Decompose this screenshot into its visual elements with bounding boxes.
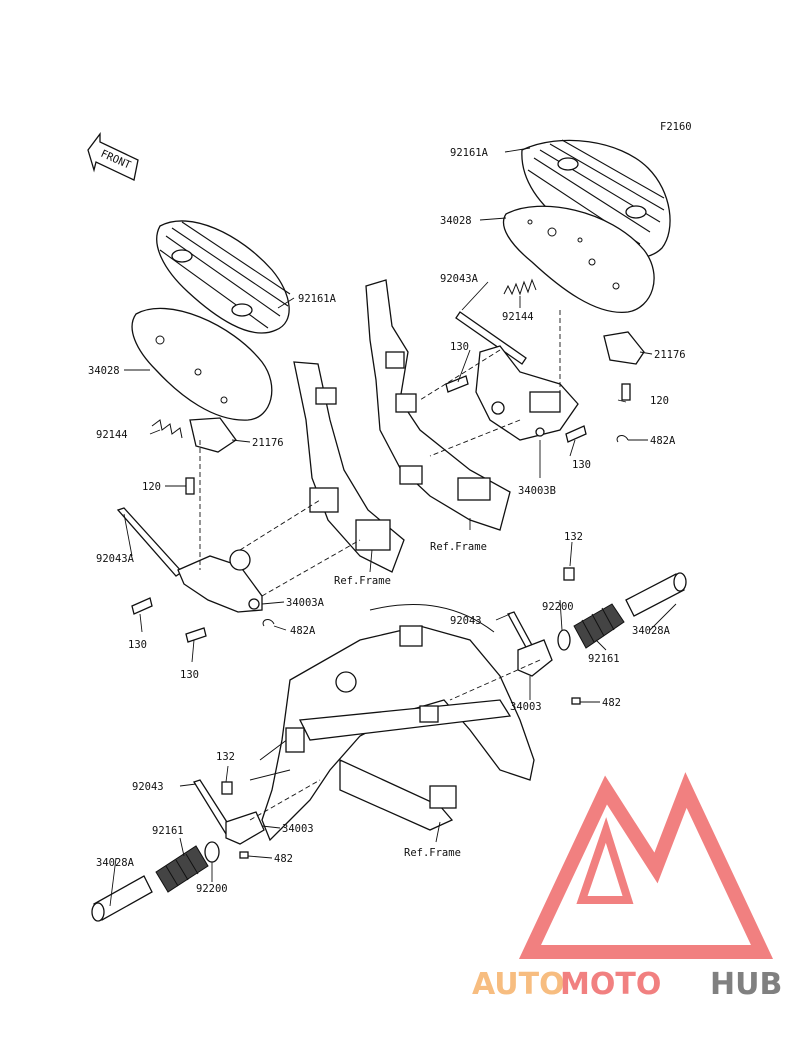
clip-482A-top: [616, 435, 629, 443]
label-34003-right: 34003: [510, 701, 542, 713]
label-482-left: 482: [274, 853, 293, 865]
label-120-top: 120: [650, 395, 669, 407]
label-130-left-2: 130: [180, 669, 199, 681]
clip-482A-left: [262, 619, 275, 627]
watermark-m-icon: [518, 772, 774, 959]
label-92043A-left: 92043A: [96, 553, 135, 565]
label-34003-left: 34003: [282, 823, 314, 835]
label-130-top: 130: [450, 341, 469, 353]
footboard-rubber-top-left: [131, 307, 273, 421]
label-ref-frame-mid: Ref.Frame: [334, 575, 391, 587]
spring-top-left: [151, 419, 183, 439]
label-92144-top: 92144: [502, 311, 534, 323]
label-482-right: 482: [602, 697, 621, 709]
bracket-34003-right: [517, 639, 553, 677]
footpeg-rubber-92161-right: [573, 603, 625, 649]
frame-top-left: [293, 361, 405, 573]
label-21176-top: 21176: [654, 349, 686, 361]
bolt-130-left: [131, 597, 207, 643]
leader-lines: [109, 147, 677, 907]
clip-482-right: [571, 697, 581, 705]
bracket-34003A: [177, 549, 263, 613]
label-92043A-top: 92043A: [440, 273, 479, 285]
watermark-text-moto: MOTO: [560, 967, 661, 1002]
label-ref-frame-bottom: Ref.Frame: [404, 847, 461, 859]
label-92144-left: 92144: [96, 429, 128, 441]
pin-92043A-left: [116, 507, 183, 577]
label-120-left: 120: [142, 481, 161, 493]
label-34028A-right: 34028A: [632, 625, 671, 637]
bolt-132-right: [563, 567, 575, 581]
label-34028A-left: 34028A: [96, 857, 135, 869]
label-92161A-top: 92161A: [450, 147, 489, 159]
bracket-21176-top-right: [603, 331, 645, 365]
label-92043-left: 92043: [132, 781, 164, 793]
label-21176-left: 21176: [252, 437, 284, 449]
label-92200-right: 92200: [542, 601, 574, 613]
bolt-120-top-left: [185, 477, 195, 495]
bolt-132-left: [221, 781, 233, 795]
washer-92200-left: [204, 841, 220, 863]
frame-top-right: [365, 279, 511, 531]
label-132-left: 132: [216, 751, 235, 763]
bracket-34003B: [475, 345, 579, 441]
front-arrow-icon: FRONT: [87, 132, 139, 181]
footpeg-rubber-92161-left: [155, 845, 209, 893]
label-130-left: 130: [128, 639, 147, 651]
label-92161-right: 92161: [588, 653, 620, 665]
watermark-logo: AUTO MOTO HUB: [472, 772, 782, 1002]
footboard-rubber-top-right: [502, 205, 655, 313]
watermark-text-hub: HUB: [710, 967, 782, 1002]
label-132-right: 132: [564, 531, 583, 543]
main-frame: [249, 604, 535, 842]
clip-482-left: [239, 851, 249, 859]
figure-code: F2160: [660, 121, 692, 133]
bracket-21176-top-left: [189, 417, 237, 453]
bracket-34003-left: [225, 811, 265, 845]
footpeg-cover-34028A-right: [625, 572, 687, 617]
bolt-120-top-right: [621, 383, 631, 401]
label-92043-right: 92043: [450, 615, 482, 627]
label-34003A: 34003A: [286, 597, 325, 609]
footboard-top-left: [156, 220, 291, 334]
label-92161-left: 92161: [152, 825, 184, 837]
washer-92200-right: [557, 629, 571, 651]
label-130-top-2: 130: [572, 459, 591, 471]
label-34028-left: 34028: [88, 365, 120, 377]
pin-top-right: [455, 311, 527, 365]
part-labels: 92161A 34028 92043A 92144 130 21176 120 …: [88, 147, 686, 895]
label-34003B: 34003B: [518, 485, 556, 497]
label-92200-left: 92200: [196, 883, 228, 895]
label-482A-top: 482A: [650, 435, 676, 447]
label-ref-frame-top: Ref.Frame: [430, 541, 487, 553]
label-92161A-left: 92161A: [298, 293, 337, 305]
spring-top-right: [503, 278, 537, 296]
label-34028-top: 34028: [440, 215, 472, 227]
label-482A-left: 482A: [290, 625, 316, 637]
footpeg-cover-34028A-left: [91, 875, 153, 922]
watermark-text-auto: AUTO: [472, 967, 565, 1002]
